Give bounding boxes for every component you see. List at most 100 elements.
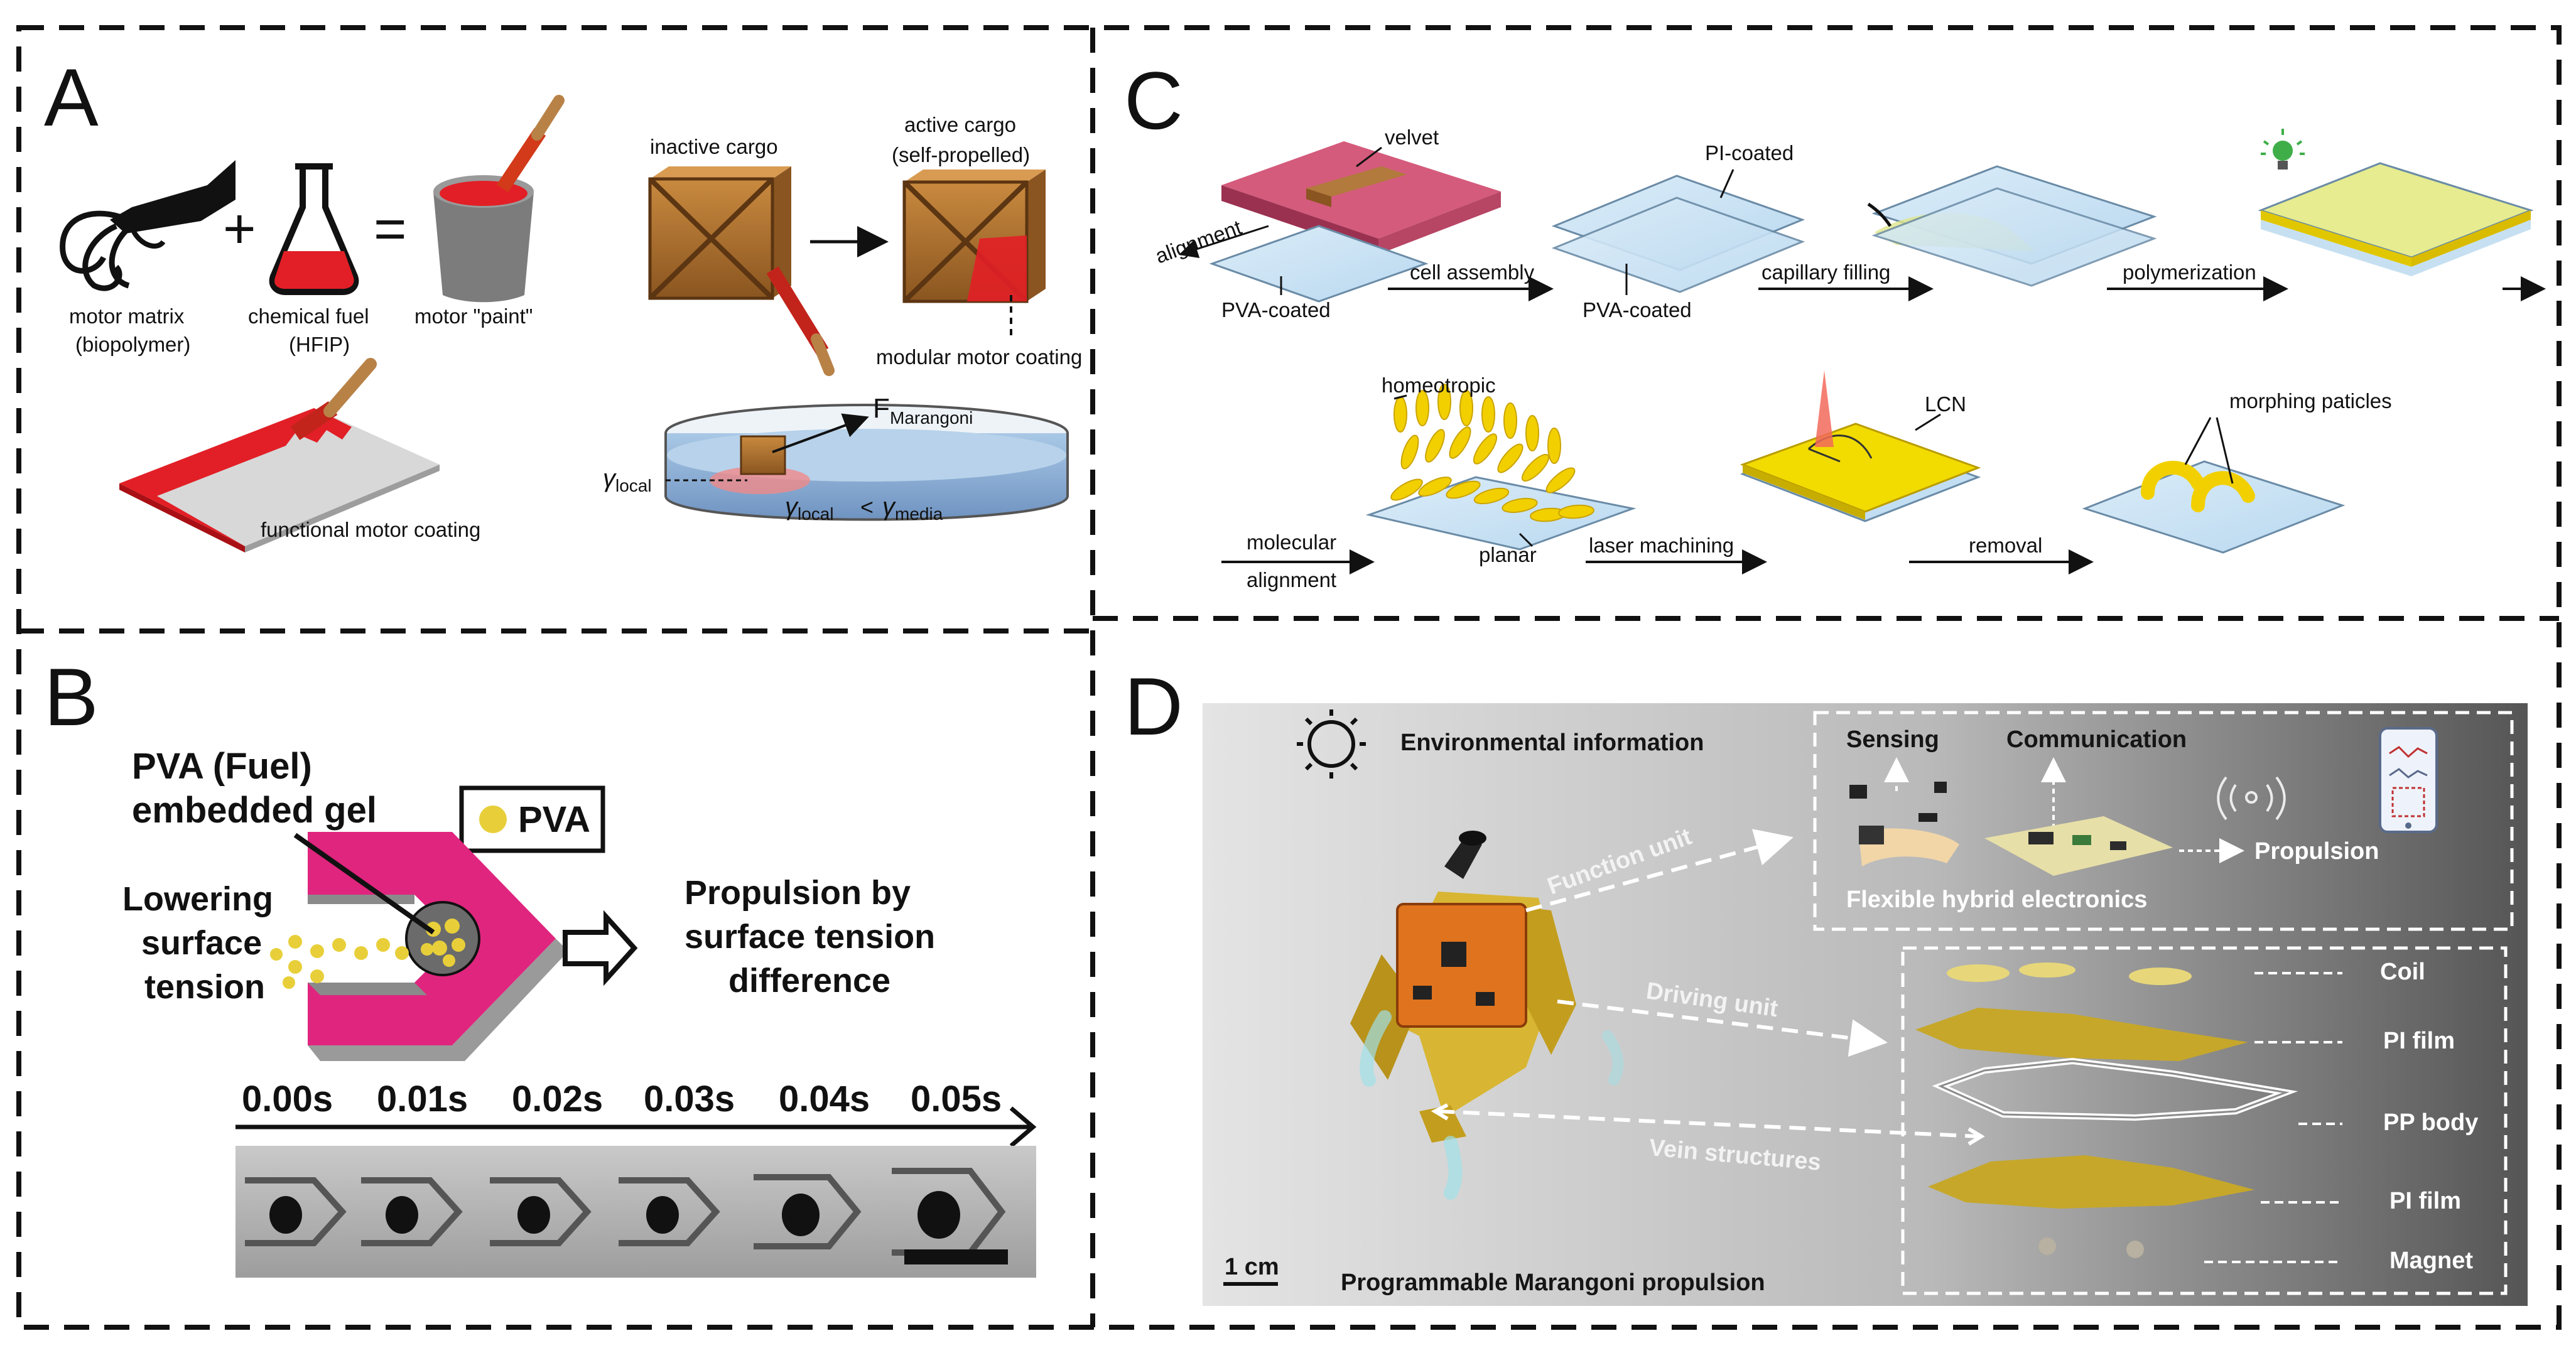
capillary-cell xyxy=(1867,165,2157,287)
time-label-2: 0.02s xyxy=(512,1079,603,1119)
gamma-compare-left: γ xyxy=(785,493,799,520)
time-labels: 0.00s 0.01s 0.02s 0.03s 0.04s 0.05s xyxy=(242,1079,1002,1119)
propulsion-line2: surface tension xyxy=(685,918,935,956)
lowering-line3: tension xyxy=(144,968,265,1006)
functional-coating-label: functional motor coating xyxy=(261,518,480,541)
sensing-label: Sensing xyxy=(1846,726,1939,753)
active-crate xyxy=(902,170,1046,303)
removal-label: removal xyxy=(1969,534,2042,557)
modular-coating-label: modular motor coating xyxy=(876,345,1082,369)
morphing-particles xyxy=(2082,417,2346,554)
gamma-compare-op: < xyxy=(860,494,874,520)
polymerized-cell xyxy=(2258,162,2534,276)
lowering-line2: surface xyxy=(141,924,262,962)
propulsion-line1: Propulsion by xyxy=(685,874,911,912)
flexible-hybrid-label: Flexible hybrid electronics xyxy=(1846,887,2147,913)
painted-plate xyxy=(119,358,440,553)
equals-sign: = xyxy=(374,198,407,261)
wireless-icon xyxy=(2217,776,2286,821)
polymerization-label: polymerization xyxy=(2123,261,2256,284)
chemical-fuel-label: chemical fuel xyxy=(248,305,369,328)
programmable-label: Programmable Marangoni propulsion xyxy=(1341,1269,1765,1296)
scale-bar-label: 1 cm xyxy=(1225,1254,1279,1280)
layer-label-1: PI film xyxy=(2383,1028,2455,1054)
panel-a: A + = motor matrix (biopolymer) chemical… xyxy=(44,51,1082,553)
panel-d-letter: D xyxy=(1124,660,1183,752)
inactive-crate xyxy=(648,166,835,376)
pcb-board xyxy=(1984,816,2173,876)
homeotropic-label: homeotropic xyxy=(1382,374,1496,397)
velvet-label: velvet xyxy=(1385,126,1439,149)
vein-arrow-start xyxy=(1431,1103,1449,1121)
motor-paint-label: motor "paint" xyxy=(414,305,533,328)
lc-molecules xyxy=(1365,384,1637,551)
chemical-fuel-sub: (HFIP) xyxy=(289,333,350,356)
alignment-label-2: alignment xyxy=(1247,568,1336,591)
panel-borders xyxy=(16,25,2562,1330)
glass-cell xyxy=(1551,169,1805,295)
active-cargo-sub: (self-propelled) xyxy=(892,143,1030,166)
f-marangoni-sub: Marangoni xyxy=(890,408,973,428)
lowering-line1: Lowering xyxy=(122,880,273,918)
plus-sign: + xyxy=(223,198,256,261)
panel-d: D Environmental information Sensing Comm… xyxy=(1124,660,2528,1306)
propulsion-arrow-icon xyxy=(563,910,638,986)
squid-icon xyxy=(60,160,235,291)
panel-a-letter: A xyxy=(44,51,99,143)
capillary-label: capillary filling xyxy=(1762,261,1890,284)
gamma-compare-left-sub: local xyxy=(798,504,834,524)
pi-coated-label: PI-coated xyxy=(1705,141,1794,164)
active-cargo-label: active cargo xyxy=(904,113,1016,136)
chevron-gel xyxy=(270,832,568,1061)
light-bulb-icon xyxy=(2261,129,2305,170)
function-unit-box xyxy=(1813,711,2514,931)
time-label-3: 0.03s xyxy=(644,1079,735,1119)
morphing-label: morphing paticles xyxy=(2229,389,2392,412)
time-label-4: 0.04s xyxy=(779,1079,870,1119)
velvet-block xyxy=(1179,141,1501,303)
pva-coated-label-2: PVA-coated xyxy=(1583,298,1692,321)
sun-icon xyxy=(1297,709,1366,779)
layer-label-0: Coil xyxy=(2380,959,2425,985)
propulsion-line3: difference xyxy=(728,962,890,1000)
driving-unit-box xyxy=(1901,946,2508,1295)
gamma-local: γ xyxy=(603,465,617,492)
photo-strip xyxy=(235,1146,1036,1278)
gamma-compare-right-sub: media xyxy=(895,504,943,524)
motor-matrix-sub: (biopolymer) xyxy=(75,333,190,356)
motor-matrix-label: motor matrix xyxy=(69,305,185,328)
inactive-cargo-label: inactive cargo xyxy=(650,135,778,158)
vein-arrow-end xyxy=(1967,1127,1985,1146)
function-unit-arrow xyxy=(1525,829,1794,912)
pva-fuel-line1: PVA (Fuel) xyxy=(132,746,312,787)
layer-leaders xyxy=(2204,972,2342,1263)
sensor-module xyxy=(1849,782,1959,866)
petri-dish xyxy=(664,404,1069,521)
panel-b: B PVA (Fuel) embedded gel PVA Loweri xyxy=(44,651,1037,1278)
exploded-layers xyxy=(1915,962,2298,1258)
layer-label-2: PP body xyxy=(2383,1109,2478,1136)
f-marangoni-label: F xyxy=(873,393,890,424)
paint-bucket-icon xyxy=(433,95,565,303)
gamma-local-sub: local xyxy=(615,476,652,495)
lcn-sheet xyxy=(1740,370,1981,522)
gamma-compare-right: γ xyxy=(882,493,896,520)
robot xyxy=(1350,831,1624,1200)
time-label-1: 0.01s xyxy=(377,1079,468,1119)
pva-fuel-line2: embedded gel xyxy=(132,790,377,831)
pva-legend-box xyxy=(459,785,605,853)
panel-c-letter: C xyxy=(1124,55,1183,146)
panel-c: C velvet alignment PVA-coated cell assem… xyxy=(1124,55,2546,591)
driving-unit-arrow xyxy=(1557,1000,1888,1057)
propulsion-label-d: Propulsion xyxy=(2254,838,2379,865)
laser-label: laser machining xyxy=(1589,534,1734,557)
pva-dot-icon xyxy=(479,806,507,833)
communication-label: Communication xyxy=(2006,726,2187,753)
layer-label-4: Magnet xyxy=(2389,1248,2473,1274)
phone-icon xyxy=(2379,727,2438,833)
panel-b-letter: B xyxy=(44,651,99,743)
molecular-label: molecular xyxy=(1247,531,1336,554)
environmental-label: Environmental information xyxy=(1400,730,1704,756)
planar-label: planar xyxy=(1479,543,1537,566)
